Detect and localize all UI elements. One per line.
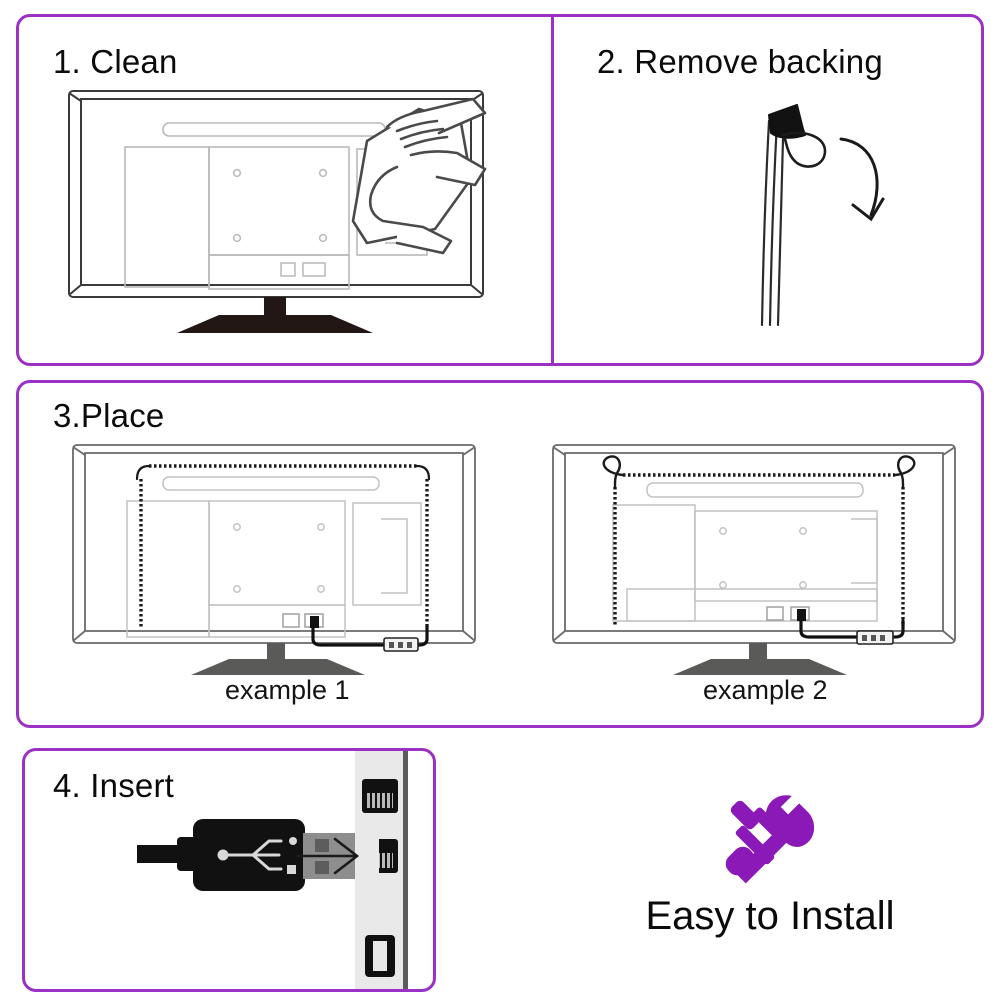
insert-direction-arrow-glyph <box>295 837 360 875</box>
promo-easy-to-install: Easy to Install <box>560 786 980 966</box>
micro-usb-port-glyph <box>365 935 395 977</box>
illustration-place-example-1 <box>71 439 491 679</box>
promo-easy-to-install-text: Easy to Install <box>645 894 895 938</box>
panel-step-3-place: 3.Place <box>16 380 984 728</box>
crossed-wrench-screwdriver-icon <box>725 795 815 884</box>
illustration-place-example-2 <box>551 439 971 679</box>
illustration-remove-backing <box>719 87 909 337</box>
illustration-insert-usb <box>25 751 433 989</box>
panel-step-4-insert: 4. Insert <box>22 748 436 992</box>
step-title-place: 3.Place <box>53 397 165 434</box>
illustration-clean-tv <box>67 83 497 339</box>
panel-steps-1-2: 1. Clean <box>16 14 984 366</box>
step-title-clean: 1. Clean <box>53 43 178 80</box>
step-title-insert: 4. Insert <box>53 767 175 804</box>
example-label-1: example 1 <box>225 675 350 705</box>
panel-divider <box>551 17 554 363</box>
usb-port-upper-glyph <box>362 779 398 813</box>
example-label-2: example 2 <box>703 675 828 705</box>
step-title-remove-backing: 2. Remove backing <box>597 43 883 80</box>
